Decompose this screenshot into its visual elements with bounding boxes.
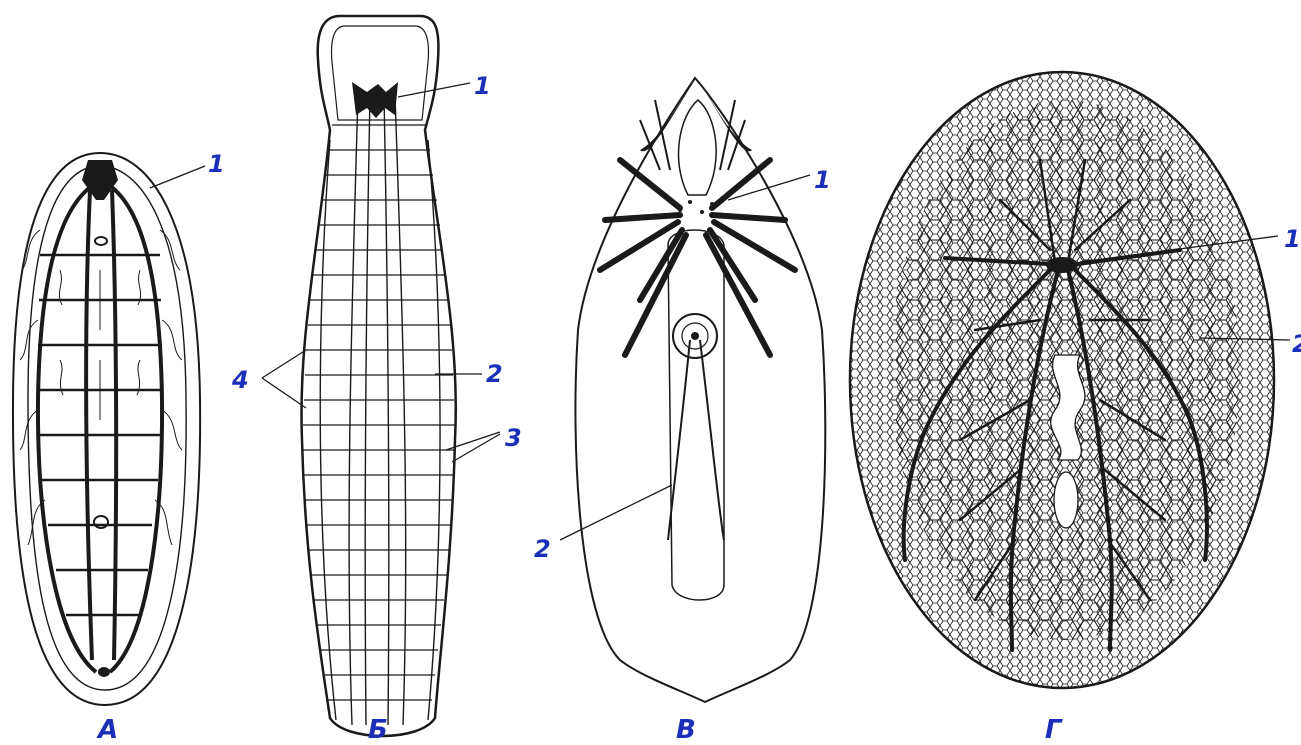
panel-b-label-2: 2 [486, 360, 503, 388]
panel-a-drawing [13, 153, 200, 705]
panel-a-letter: А [96, 715, 118, 745]
panel-d-letter: Г [1045, 715, 1063, 745]
panel-d-label-2: 2 [1292, 330, 1301, 358]
panel-b-label-3: 3 [505, 424, 522, 452]
panel-c-leader-2 [560, 485, 672, 540]
panel-c-letter: В [676, 715, 696, 745]
panel-a-leader-1 [150, 166, 205, 188]
panel-b-label-4: 4 [231, 366, 249, 394]
panel-d-label-1: 1 [1284, 225, 1301, 253]
panel-c-drawing [575, 78, 825, 702]
panel-b-label-1: 1 [474, 72, 491, 100]
panel-b-letter: Б [368, 715, 388, 745]
panel-a-label-1: 1 [208, 150, 225, 178]
panel-c-label-2: 2 [534, 535, 551, 563]
panel-b-leader-4b [262, 378, 306, 408]
panel-b-labels: 1 2 3 4 Б [231, 72, 522, 745]
panel-b-leader-3b [452, 434, 500, 462]
panel-c-labels: 1 2 В [534, 166, 831, 745]
panel-c-label-1: 1 [814, 166, 831, 194]
panel-b-drawing [301, 16, 455, 736]
panel-b-leader-4a [262, 350, 306, 378]
panel-d-drawing [850, 72, 1274, 688]
